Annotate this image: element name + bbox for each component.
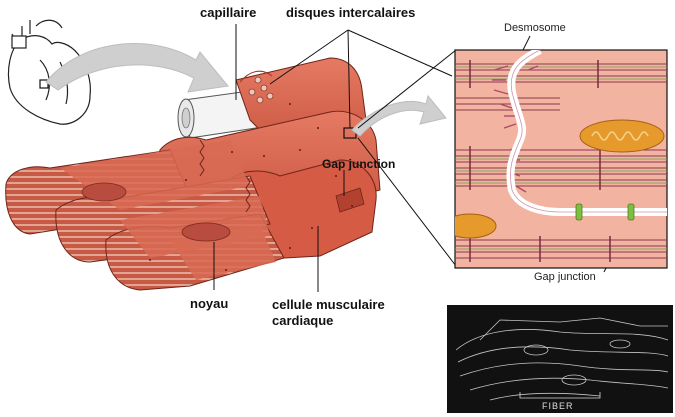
intercalated-disc-detail bbox=[454, 49, 668, 269]
heart-outline-icon bbox=[7, 19, 91, 125]
gap-junction-channel bbox=[627, 203, 635, 221]
fiber-micrograph bbox=[447, 305, 673, 413]
cardiac-muscle-cell-label-line2: cardiaque bbox=[272, 313, 334, 328]
intercalated-discs-label: disques intercalaires bbox=[286, 5, 416, 20]
curved-arrow-icon bbox=[45, 43, 229, 93]
curved-arrow-icon bbox=[351, 94, 447, 137]
capillary-label: capillaire bbox=[200, 5, 257, 20]
nucleus-label: noyau bbox=[190, 296, 229, 311]
gap-junction-label: Gap junction bbox=[322, 157, 396, 171]
gap-junction-detail-label: Gap junction bbox=[534, 271, 596, 283]
cardiac-muscle-fibers bbox=[5, 57, 381, 291]
leader-lines bbox=[213, 24, 633, 292]
desmosome-label: Desmosome bbox=[504, 22, 566, 34]
fiber-label: FIBER bbox=[542, 401, 574, 411]
gap-junction-channel bbox=[575, 203, 583, 221]
cardiac-muscle-cell-label-line1: cellule musculaire bbox=[272, 297, 385, 312]
